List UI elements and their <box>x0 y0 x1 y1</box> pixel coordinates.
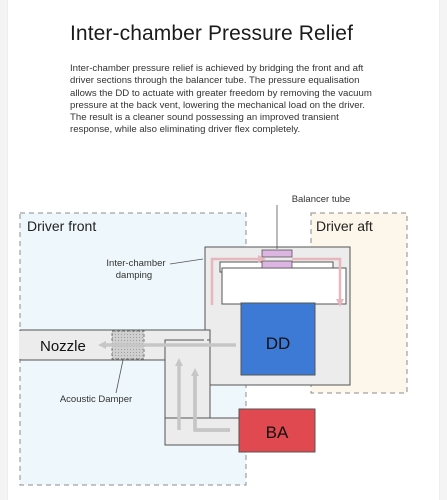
nozzle-label: Nozzle <box>40 338 86 355</box>
balancer-tube-label: Balancer tube <box>292 194 351 205</box>
driver-aft-label: Driver aft <box>316 218 373 234</box>
dd-label: DD <box>266 334 291 353</box>
damping-label: damping <box>116 270 152 281</box>
inter-chamber-label: Inter-chamber <box>106 258 165 269</box>
ba-label: BA <box>266 423 289 442</box>
description-paragraph: Inter-chamber pressure relief is achieve… <box>70 63 372 136</box>
dd-driver <box>240 302 316 376</box>
acoustic-damper-label: Acoustic Damper <box>60 394 132 405</box>
ba-driver <box>238 408 316 453</box>
balancer-tube <box>261 249 293 269</box>
acoustic-damper-leader <box>115 359 124 394</box>
driver-front-label: Driver front <box>27 218 96 234</box>
lower-void <box>221 267 347 305</box>
pressure-flow-arrows <box>210 255 344 307</box>
page-title: Inter-chamber Pressure Relief <box>70 22 354 45</box>
inter-chamber-leader <box>169 258 204 265</box>
